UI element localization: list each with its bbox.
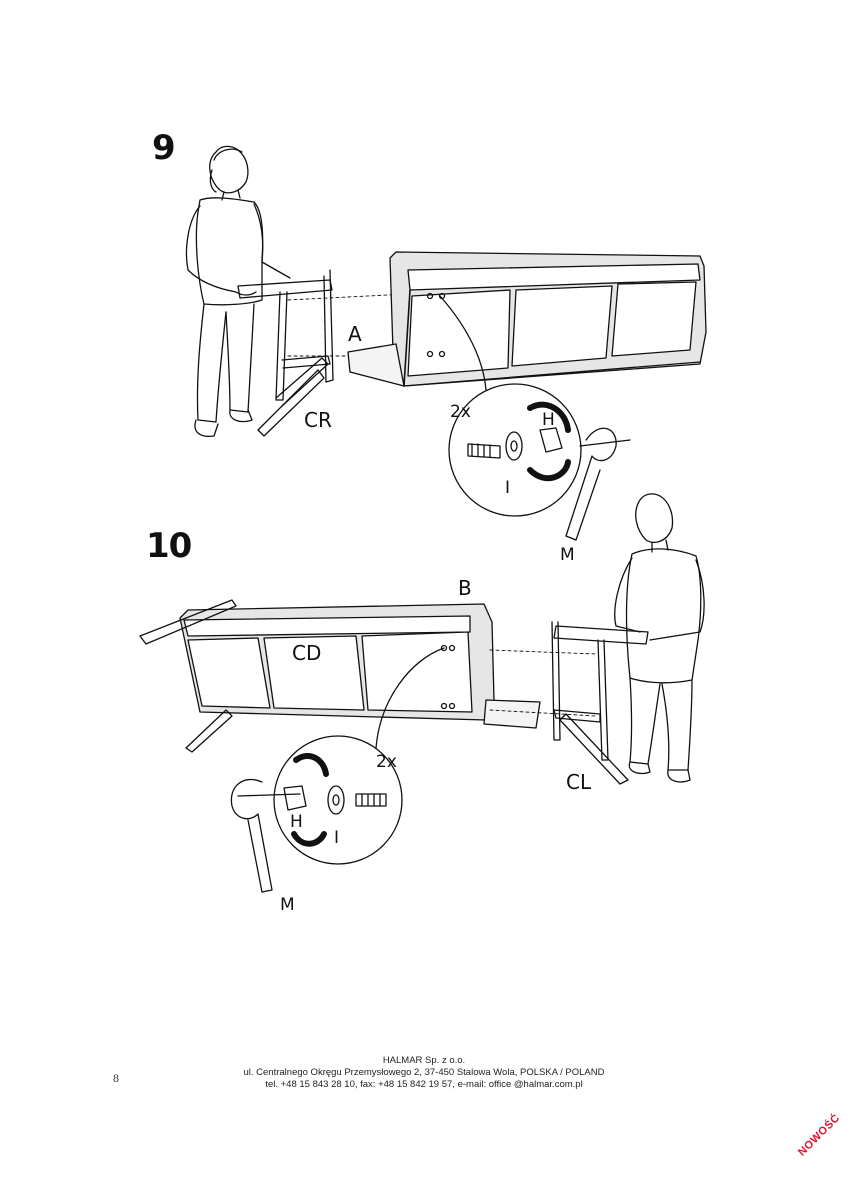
footer: HALMAR Sp. z o.o. ul. Centralnego Okręgu… (0, 1055, 848, 1091)
nut-label: H (542, 410, 555, 430)
step-10-sofa-frame (139, 599, 541, 753)
part-label-cr: CR (304, 408, 332, 432)
step-10-detail-zoom (230, 647, 445, 893)
footer-contact: tel. +48 15 843 28 10, fax: +48 15 842 1… (265, 1079, 583, 1090)
quantity-label: 2x (450, 402, 471, 422)
footer-address: ul. Centralnego Okręgu Przemysłowego 2, … (243, 1067, 605, 1078)
nut-label: H (290, 812, 303, 832)
wrench-label: M (560, 545, 575, 565)
step-number: 10 (146, 526, 192, 566)
page-number: 8 (113, 1071, 119, 1085)
footer-company: HALMAR Sp. z o.o. (382, 1055, 466, 1066)
step-9-person (185, 145, 291, 438)
wrench-label: M (280, 895, 295, 915)
step-number: 9 (152, 128, 176, 168)
washer-label: I (334, 828, 340, 848)
step-9-sofa-frame (347, 251, 707, 387)
quantity-label: 2x (376, 752, 397, 772)
part-label-cl: CL (566, 770, 592, 794)
part-label-cd: CD (292, 641, 322, 665)
step-10-person (614, 493, 705, 783)
step-10-leg-frame-cl (489, 621, 649, 785)
washer-label: I (505, 478, 511, 498)
step-9-detail-zoom (439, 295, 631, 541)
part-label-a: A (348, 322, 362, 346)
part-label-b: B (458, 576, 472, 600)
